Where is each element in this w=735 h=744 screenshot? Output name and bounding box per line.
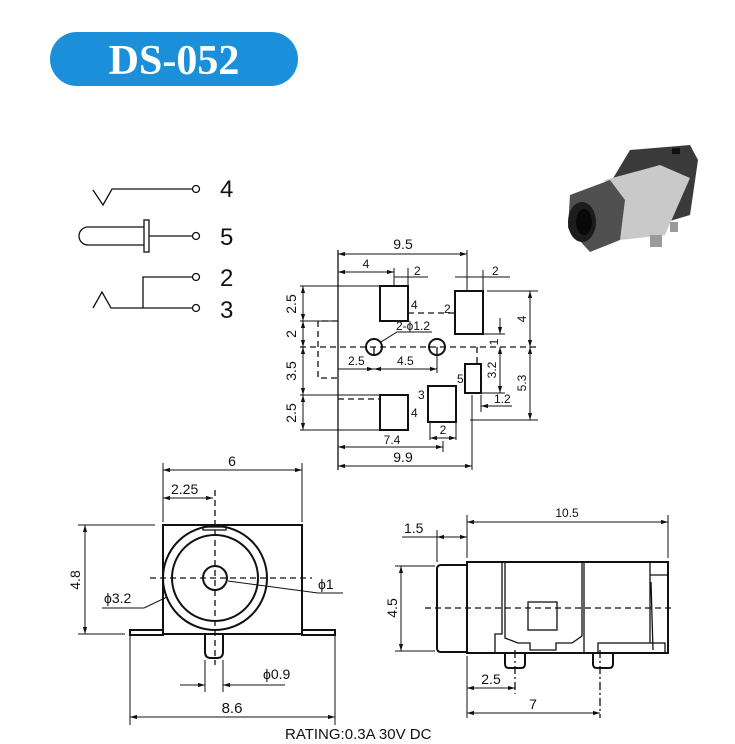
- dim-label: 2: [492, 264, 499, 278]
- title-text: DS-052: [109, 38, 240, 84]
- pin-label-5: 5: [220, 224, 233, 251]
- pad-label: 2: [444, 302, 451, 316]
- dim-label: 1.2: [494, 392, 511, 406]
- pad-small: [464, 363, 482, 394]
- pad-label: 3: [418, 388, 425, 402]
- front-view: 6 2.25 4.8 ϕ3.2 ϕ1 ϕ0.9 8.6: [67, 453, 343, 725]
- dim-label: 7.4: [384, 433, 401, 447]
- dim-label: 4: [515, 315, 529, 322]
- title-badge: DS-052: [50, 32, 298, 86]
- product-photo: [568, 145, 698, 252]
- dim-label: 2: [283, 330, 299, 338]
- dim-label: 2.25: [171, 481, 198, 497]
- dim-label: 9.5: [393, 236, 413, 252]
- dim-label: 1.5: [404, 520, 424, 536]
- pad-label: 5: [457, 372, 464, 386]
- pin-label-4: 4: [220, 176, 233, 203]
- dim-label: 8.6: [222, 700, 243, 717]
- dim-label: 3.5: [283, 361, 299, 381]
- dim-label: 9.9: [393, 449, 413, 465]
- rating-text: RATING:0.3A 30V DC: [285, 726, 432, 743]
- pin-label-2: 2: [220, 265, 233, 292]
- dim-label: 2.5: [283, 403, 299, 423]
- pin-schematic: 4 5 2 3: [78, 176, 233, 324]
- dim-label: 2.5: [348, 354, 365, 368]
- dim-label: 4.8: [67, 570, 83, 590]
- pad-label: 4: [411, 298, 418, 312]
- pad-label: 4: [411, 406, 418, 420]
- dim-label: 4.5: [384, 598, 400, 618]
- pad-top-right: [454, 290, 484, 335]
- pin-label-3: 3: [220, 297, 233, 324]
- dim-label: 3.2: [485, 361, 499, 378]
- pad-mid: [427, 385, 457, 423]
- dim-label: ϕ3.2: [104, 590, 132, 606]
- dim-label: 4: [363, 257, 370, 271]
- dim-label: 2-ϕ1.2: [396, 319, 430, 333]
- pcb-footprint: 4 2 4 3 5 9.5 4 2 2 2.5 2 3.5 2.5 2-ϕ1.2: [283, 236, 538, 470]
- pad-top-left: [379, 285, 409, 322]
- dim-label: 2: [440, 423, 447, 437]
- dim-label: 7: [529, 696, 537, 712]
- side-view: 10.5 1.5 4.5 2.5 7: [384, 506, 672, 718]
- dim-label: ϕ0.9: [263, 666, 291, 682]
- dim-label: 1: [487, 338, 501, 345]
- dim-label: 2.5: [283, 294, 299, 314]
- dim-label: 2: [414, 264, 421, 278]
- dim-label: 6: [228, 453, 236, 469]
- pad-bottom-left: [379, 394, 409, 431]
- dim-label: 10.5: [555, 506, 579, 520]
- dim-label: 5.3: [515, 374, 529, 391]
- dim-label: 2.5: [481, 671, 501, 687]
- dim-label: ϕ1: [318, 576, 334, 592]
- dim-label: 4.5: [397, 354, 414, 368]
